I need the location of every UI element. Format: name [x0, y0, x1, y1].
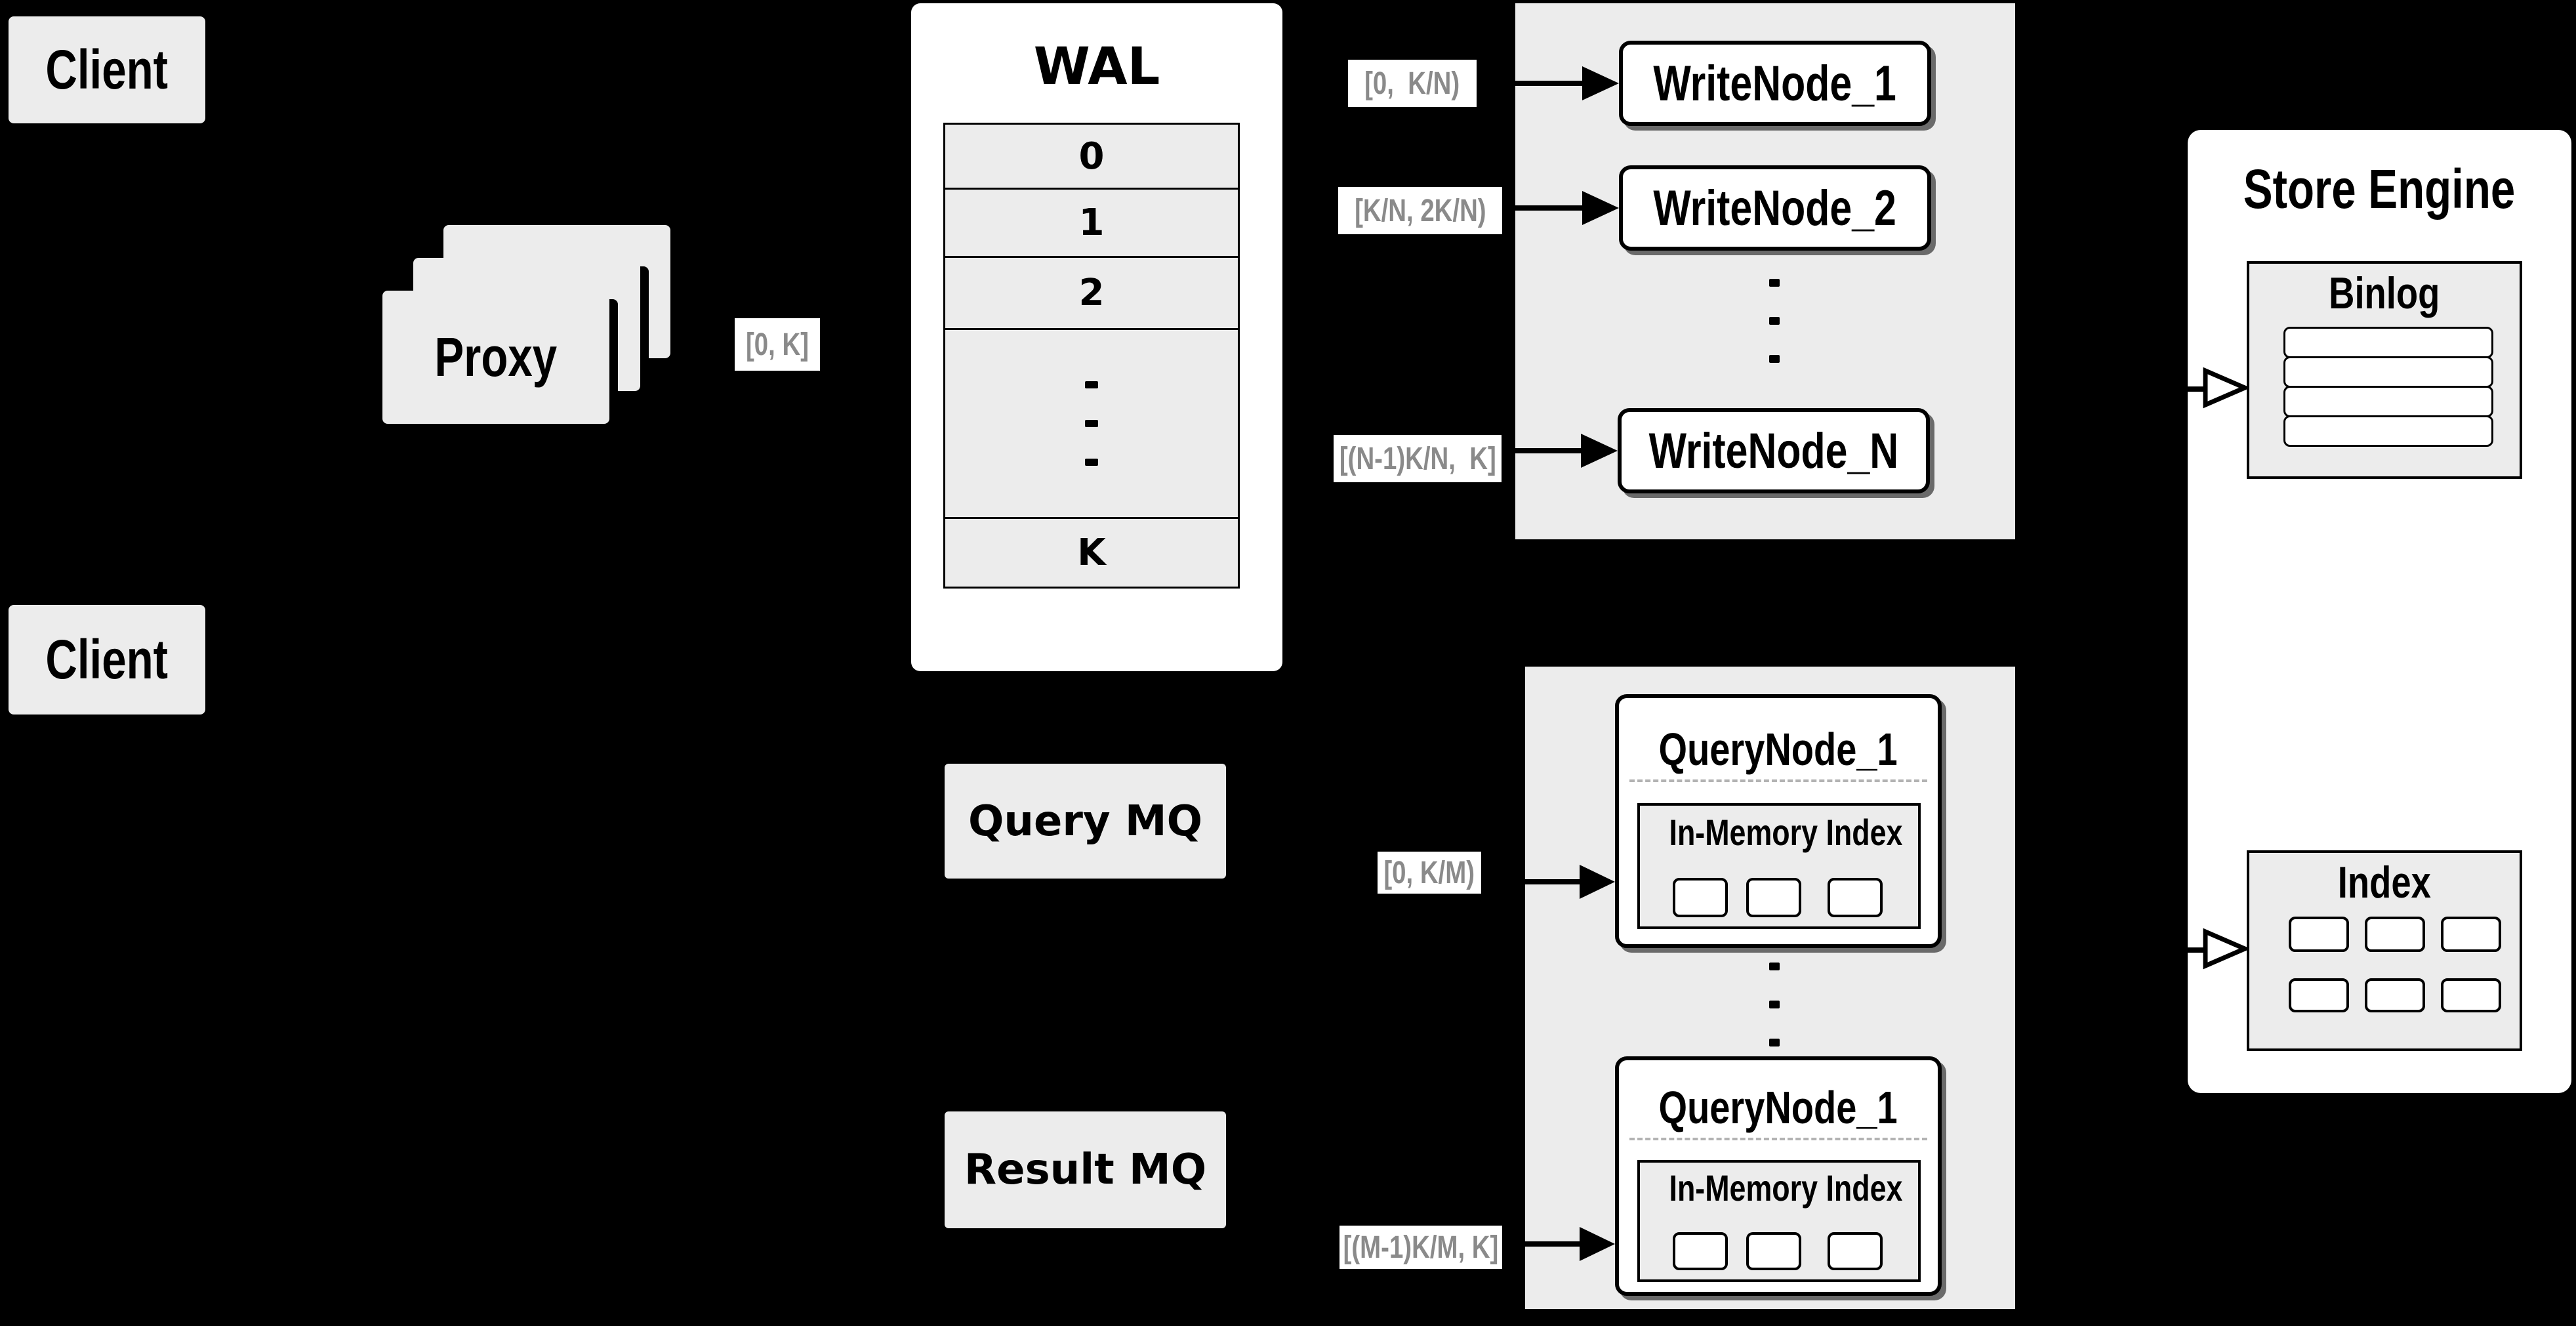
binlog-segment — [2283, 386, 2493, 417]
client-top-node: Client — [9, 16, 205, 123]
wal-container: WAL 0 1 2 K — [911, 3, 1282, 671]
ellipsis-dots — [1769, 963, 1780, 1046]
index-segment — [2365, 917, 2425, 952]
index-segment — [2365, 978, 2425, 1012]
interval-label-writenode-2: [K/N, 2K/N) — [1338, 187, 1502, 234]
wal-row-0: 0 — [943, 123, 1240, 190]
query-mq-label: Query MQ — [968, 797, 1203, 846]
arrow-head-querynode-bottom — [1580, 1227, 1615, 1261]
querynode-bottom-box: QueryNode_1 In-Memory Index — [1615, 1056, 1942, 1296]
dashed-separator — [1629, 779, 1927, 782]
binlog-segment — [2283, 356, 2493, 388]
arrow-shaft-binlog — [2066, 386, 2207, 392]
querynode-bottom-inmemory-box: In-Memory Index — [1637, 1160, 1921, 1282]
writenode-n-box: WriteNode_N — [1618, 408, 1930, 493]
ellipsis-dots — [1085, 381, 1098, 466]
index-box: Index — [2247, 850, 2522, 1051]
arrow-shaft-index — [2066, 947, 2207, 953]
client-top-label: Client — [45, 39, 169, 100]
wal-row-2: 2 — [943, 256, 1240, 330]
arrow-head-writenode-1 — [1582, 66, 1619, 100]
index-title: Index — [2337, 858, 2432, 907]
inmemory-index-title: In-Memory Index — [1669, 1167, 1903, 1209]
result-mq-label: Result MQ — [964, 1146, 1207, 1194]
memory-segment — [1828, 878, 1883, 917]
result-mq-node: Result MQ — [945, 1111, 1226, 1228]
query-mq-node: Query MQ — [945, 764, 1226, 879]
interval-label-proxy-wal: [0, K] — [735, 318, 820, 371]
querynode-top-box: QueryNode_1 In-Memory Index — [1615, 694, 1942, 948]
dashed-separator — [1629, 1138, 1927, 1140]
proxy-card-front: Proxy — [382, 291, 609, 424]
binlog-segment — [2283, 327, 2493, 358]
proxy-label: Proxy — [434, 326, 558, 388]
binlog-segment — [2283, 415, 2493, 447]
querynode-top-inmemory-box: In-Memory Index — [1637, 803, 1921, 929]
store-engine-title: Store Engine — [2243, 158, 2516, 220]
binlog-box: Binlog — [2247, 261, 2522, 479]
arrow-open-head-index — [2203, 928, 2249, 970]
wal-row-k: K — [943, 517, 1240, 589]
interval-label-querynode-bottom: [(M-1)K/M, K] — [1339, 1226, 1502, 1269]
arrow-open-head-binlog — [2203, 367, 2249, 409]
wal-row-ellipsis — [943, 328, 1240, 519]
binlog-title: Binlog — [2329, 268, 2440, 318]
ellipsis-dots — [1769, 279, 1780, 363]
inmemory-index-title: In-Memory Index — [1669, 812, 1903, 853]
store-engine-container: Store Engine Binlog Index — [2188, 130, 2571, 1093]
index-segment — [2289, 917, 2349, 952]
memory-segment — [1746, 1232, 1801, 1270]
index-segment — [2289, 978, 2349, 1012]
memory-segment — [1673, 878, 1728, 917]
querynode-top-title: QueryNode_1 — [1658, 724, 1898, 775]
binlog-segments — [2283, 327, 2493, 447]
writenode-2-box: WriteNode_2 — [1619, 165, 1931, 251]
arrow-head-querynode-top — [1580, 865, 1615, 899]
memory-segment — [1746, 878, 1801, 917]
memory-segment — [1673, 1232, 1728, 1270]
arrow-head-writenode-2 — [1582, 191, 1619, 225]
wal-log-table: 0 1 2 K — [943, 123, 1240, 589]
interval-label-querynode-top: [0, K/M) — [1378, 852, 1481, 894]
interval-label-writenode-n: [(N-1)K/N, K] — [1334, 435, 1502, 482]
wal-row-1: 1 — [943, 188, 1240, 258]
interval-label-writenode-1: [0, K/N) — [1348, 60, 1477, 107]
memory-segment — [1828, 1232, 1883, 1270]
client-bottom-node: Client — [9, 605, 205, 715]
wal-title: WAL — [1033, 37, 1160, 96]
index-segment — [2441, 978, 2501, 1012]
arrow-head-writenode-n — [1581, 434, 1618, 468]
client-bottom-label: Client — [45, 629, 169, 690]
index-segment — [2441, 917, 2501, 952]
querynode-bottom-title: QueryNode_1 — [1658, 1082, 1898, 1133]
writenode-1-box: WriteNode_1 — [1619, 41, 1931, 126]
